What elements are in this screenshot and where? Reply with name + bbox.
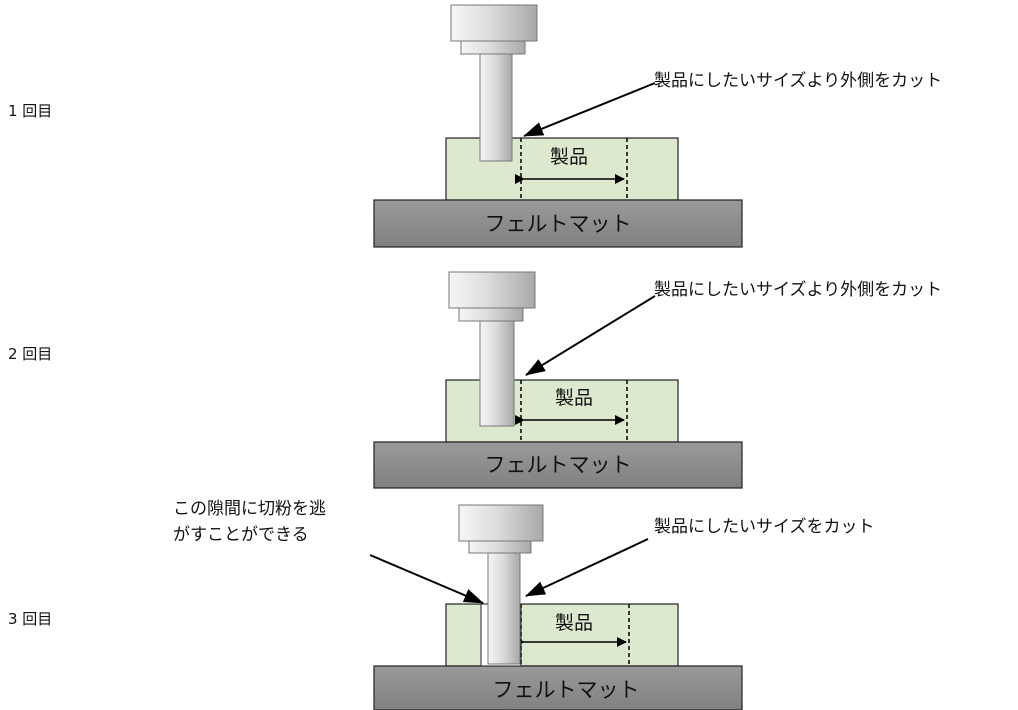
- gap-note-arrow: [369, 554, 484, 604]
- gap-note-line-1: この隙間に切粉を逃: [173, 499, 326, 519]
- step-1: 1 回目 フェルトマット 製品 製品にしたいサイズより外側をカット: [8, 4, 942, 248]
- felt-mat: [373, 665, 743, 710]
- felt-mat-label: フェルトマット: [493, 678, 640, 702]
- callout-arrow: [525, 538, 649, 597]
- callout-text: 製品にしたいサイズより外側をカット: [654, 71, 942, 91]
- felt-mat-label: フェルトマット: [485, 212, 632, 236]
- felt-mat: [373, 199, 743, 248]
- gap-note-line-2: がすことができる: [173, 525, 309, 545]
- step-3: 3 回目 フェルトマット 製品 製品にしたいサイズをカット この隙間に切粉を逃 …: [8, 499, 875, 710]
- end-mill-tool: [458, 504, 544, 665]
- step-label: 3 回目: [8, 610, 52, 628]
- step-label: 1 回目: [8, 102, 52, 120]
- felt-mat: [373, 441, 743, 489]
- product-label: 製品: [555, 612, 593, 634]
- callout-arrow: [525, 295, 656, 376]
- end-mill-tool: [450, 4, 538, 162]
- step-2: 2 回目 フェルトマット 製品 製品にしたいサイズより外側をカット: [8, 271, 942, 489]
- step-label: 2 回目: [8, 345, 52, 363]
- callout-text: 製品にしたいサイズをカット: [654, 517, 875, 537]
- product-label: 製品: [555, 387, 593, 409]
- callout-arrow: [523, 82, 656, 137]
- product-label: 製品: [550, 146, 588, 168]
- end-mill-tool: [448, 271, 536, 427]
- callout-text: 製品にしたいサイズより外側をカット: [654, 280, 942, 300]
- felt-mat-label: フェルトマット: [485, 453, 632, 477]
